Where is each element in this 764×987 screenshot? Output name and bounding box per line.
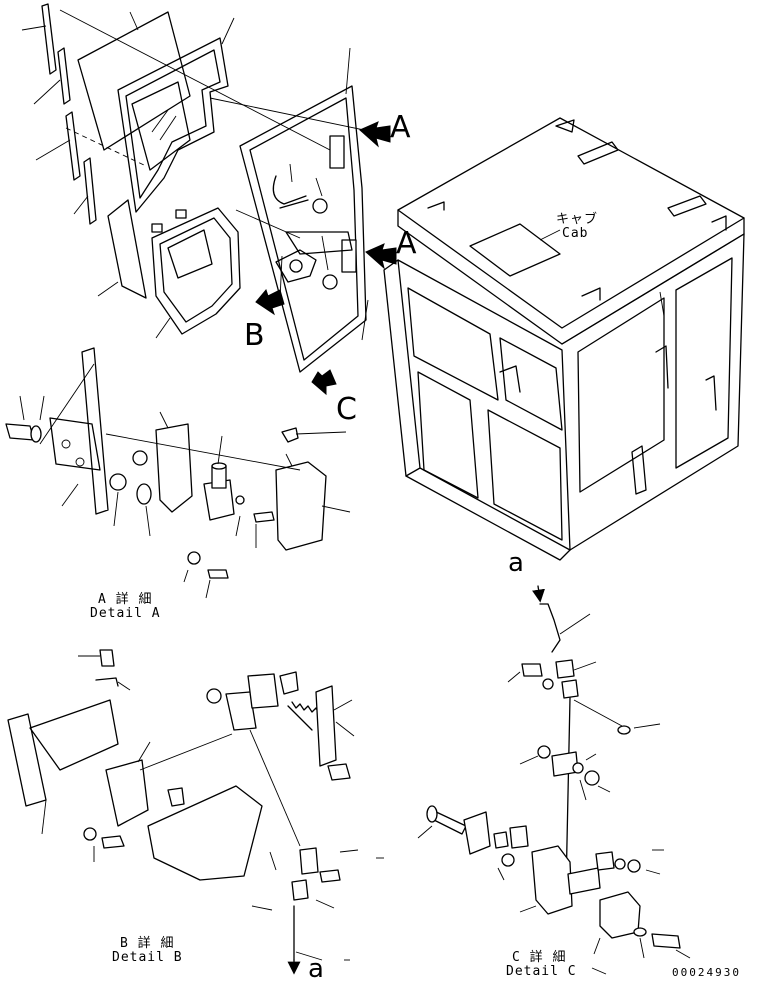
cab-structure — [383, 117, 745, 561]
upper-inner-glass — [131, 81, 191, 171]
view-arrows — [255, 121, 397, 396]
arrow-label-a-bottom: a — [308, 954, 324, 984]
door-frame — [239, 47, 369, 373]
detail-b-title-en: Detail B — [112, 950, 183, 965]
cab-label-jp: キャブ — [556, 212, 599, 227]
detail-a-drawing — [5, 347, 351, 599]
arrow-label-a-top: a — [508, 548, 524, 578]
cab-label-en: Cab — [562, 226, 589, 241]
hinge-strip-1 — [41, 3, 57, 75]
view-arrow-a-mid — [365, 243, 397, 270]
detail-b-drawing — [7, 649, 384, 975]
door-lock-block-lower — [341, 239, 357, 273]
view-arrow-c — [311, 369, 337, 396]
detail-a-title-jp: A 詳 細 — [98, 592, 153, 607]
view-label-a-mid: A — [396, 226, 417, 261]
door-glass-assembly — [21, 3, 365, 339]
lower-outer-glass — [107, 199, 147, 299]
view-label-a-top: A — [390, 110, 411, 145]
detail-b-title-jp: B 詳 細 — [120, 936, 175, 951]
view-arrow-b — [255, 288, 285, 316]
detail-c-drawing — [417, 585, 691, 975]
detail-c-title-jp: C 詳 細 — [512, 950, 567, 965]
door-lock-block-upper — [329, 135, 345, 169]
upper-outer-glass — [77, 11, 191, 151]
view-label-c: C — [336, 392, 357, 427]
detail-c-title-en: Detail C — [506, 964, 577, 979]
drawing-number: 00024930 — [672, 966, 741, 979]
view-label-b: B — [244, 318, 265, 353]
detail-a-title-en: Detail A — [90, 606, 161, 621]
view-arrow-a-top — [359, 121, 391, 148]
